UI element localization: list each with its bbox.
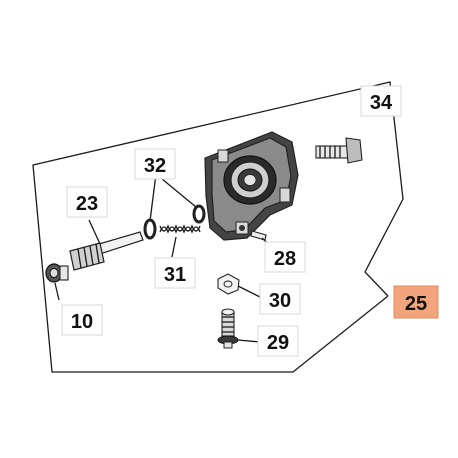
part-31-spring: [159, 224, 201, 234]
callout-29-text: 29: [267, 332, 289, 354]
callout-30: 30: [259, 283, 301, 315]
callout-23: 23: [66, 186, 108, 218]
callout-29: 29: [257, 325, 299, 357]
callout-34: 34: [360, 85, 402, 117]
callout-28-text: 28: [274, 248, 296, 270]
callout-10-text: 10: [71, 311, 93, 333]
callout-34-text: 34: [370, 92, 393, 114]
callout-28: 28: [264, 241, 306, 273]
part-32-rings: [143, 204, 206, 240]
callout-23-text: 23: [76, 193, 98, 215]
callout-10: 10: [61, 304, 103, 336]
callout-25: 25: [393, 285, 439, 319]
callout-32: 32: [134, 148, 176, 180]
part-23-shaft: [69, 231, 144, 271]
callout-31-text: 31: [164, 264, 186, 286]
part-29-screw: [217, 308, 239, 349]
pump-housing: [204, 131, 299, 241]
callout-25-text: 25: [405, 293, 427, 315]
callout-32-text: 32: [144, 155, 166, 177]
assembly-boundary: [32, 81, 404, 373]
part-10-nut: [45, 263, 69, 283]
part-34-bolt: [315, 137, 363, 164]
callout-31: 31: [154, 257, 196, 289]
part-28-pin: [250, 230, 267, 241]
callout-30-text: 30: [269, 290, 291, 312]
part-30-nut: [217, 273, 240, 295]
